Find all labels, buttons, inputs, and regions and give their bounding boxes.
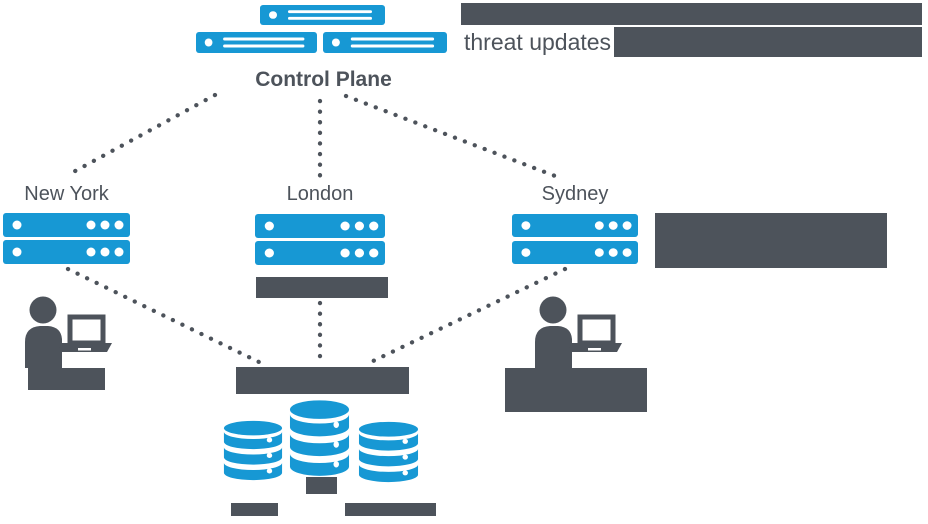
control-plane-server-icon xyxy=(323,32,447,53)
control-plane-label: Control Plane xyxy=(255,68,392,91)
redacted-label xyxy=(461,3,922,25)
redacted-label xyxy=(256,277,388,298)
connector-controlplane-sydney xyxy=(343,93,566,182)
server-icon xyxy=(3,240,130,264)
site-label-sydney: Sydney xyxy=(541,183,609,205)
redacted-label xyxy=(236,367,409,394)
redacted-label xyxy=(306,477,337,494)
control-plane-server-icon xyxy=(260,5,385,25)
user-laptop-icon xyxy=(535,296,622,368)
server-icon xyxy=(512,214,638,237)
threat-updates-label: threat updates xyxy=(461,27,615,57)
connector-sydney-hub xyxy=(366,266,568,366)
control-plane-server-icon xyxy=(196,32,317,53)
redacted-label xyxy=(345,503,436,516)
user-laptop-icon xyxy=(25,296,112,368)
connector-newyork-hub xyxy=(65,266,264,366)
server-icon xyxy=(255,214,385,238)
connector-controlplane-newyork xyxy=(63,92,218,179)
redacted-label xyxy=(655,213,887,268)
redacted-label xyxy=(231,503,278,516)
redacted-label xyxy=(28,368,105,390)
server-icon xyxy=(255,241,385,265)
site-label-new-york: New York xyxy=(24,183,109,205)
redacted-label xyxy=(505,368,647,412)
server-icon xyxy=(512,241,638,264)
database-icon xyxy=(289,400,350,476)
site-label-london: London xyxy=(286,183,354,205)
server-icon xyxy=(3,213,130,237)
redacted-label xyxy=(570,27,922,57)
database-icon xyxy=(358,421,419,483)
database-icon xyxy=(223,420,283,481)
